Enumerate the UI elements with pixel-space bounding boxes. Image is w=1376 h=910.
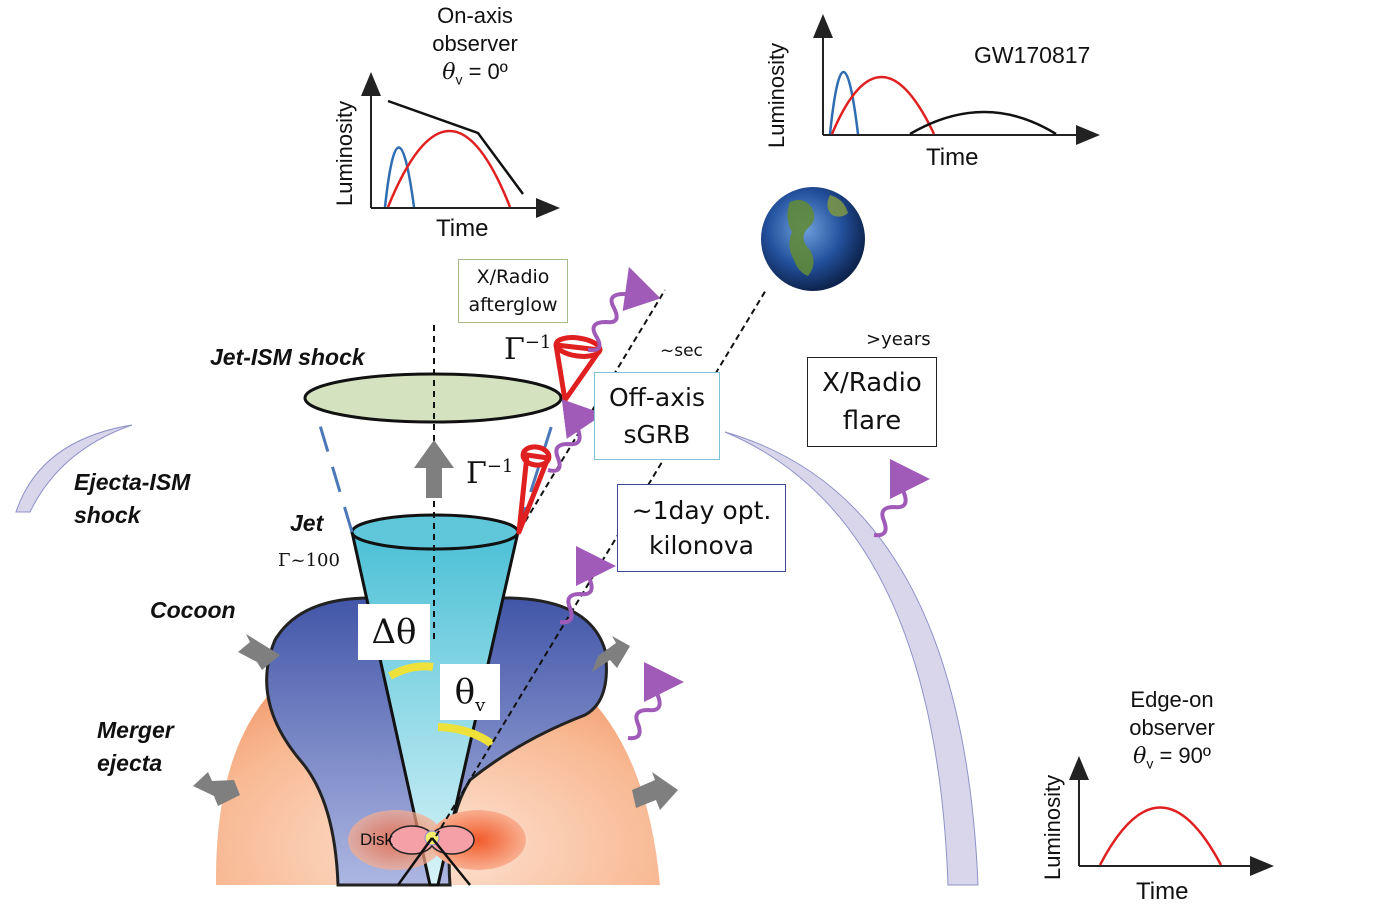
on-axis-title: On-axis observer θv = 0º [432,3,518,88]
beaming-cone-lower-cap [520,444,552,468]
afterglow-box: X/Radio afterglow [458,259,568,323]
gw-xlabel: Time [926,144,979,171]
gw-red-curve [830,76,936,135]
upward-arrow [414,440,454,498]
gw-title: GW170817 [974,42,1091,68]
wave-afterglow [587,266,661,353]
gw-blue-curve [828,70,860,135]
disk-label: Disk [360,830,394,849]
xradio-flare-box: X/Radio flare [807,357,937,447]
wave-cocoon [627,662,684,741]
on-axis-blue-curve [383,146,416,208]
on-axis-red-curve [386,130,512,208]
on-axis-plot [361,72,560,218]
dashed-cone-left [314,411,354,533]
theta-v-label: θv [440,664,500,720]
sec-label: ~sec [660,341,703,361]
theta-v-arc [437,723,495,748]
ejecta-ism-arc-left [15,424,133,513]
jet-ism-shock-label: Jet-ISM shock [210,344,365,370]
earth-landmass [787,200,815,276]
wave-kilonova [559,546,616,625]
jet-base-left [396,837,434,886]
edge-on-title: Edge-on observer θv = 90º [1129,687,1215,772]
wave-group [547,266,930,741]
beaming-cone-upper-cap [553,335,603,359]
edge-on-red-curve [1098,806,1223,866]
gamma-inverse-upper: Γ−1 [504,332,552,367]
ejecta-ism-shock-label: Ejecta-ISM shock [74,469,191,528]
arrow-ejecta-left [193,772,240,806]
cocoon-label: Cocoon [150,597,236,623]
delta-theta-label: Δθ [358,604,430,660]
earth-icon [761,187,865,291]
wave-flare [873,459,930,538]
gw-ylabel: Luminosity [764,42,789,148]
wave-sgrb [547,399,604,473]
jet-cap [350,513,520,551]
offaxis-sgrb-box: Off-axis sGRB [594,372,720,460]
edge-on-ylabel: Luminosity [1040,774,1065,880]
years-label: >years [866,329,931,350]
edge-on-xlabel: Time [1136,878,1189,905]
edge-on-plot [1069,756,1274,876]
on-axis-black-curve [387,99,525,195]
arrow-cocoon-right [592,636,630,672]
on-axis-xlabel: Time [436,215,489,242]
disk-right-lobe [430,810,526,870]
arrow-cocoon-left [238,634,280,670]
kilonova-box: ~1day opt. kilonova [617,484,786,572]
gamma-inverse-lower: Γ−1 [466,456,514,491]
gw-black-curve [909,110,1057,136]
ejecta-ism-arc-right [724,431,979,886]
arrow-ejecta-right [632,772,678,810]
delta-theta-arc [388,662,434,680]
beaming-cone-lower [516,452,551,535]
gw-plot [813,14,1100,145]
on-axis-ylabel: Luminosity [332,100,357,206]
beaming-cone-upper [553,342,603,403]
jet-label: Jet [290,510,324,536]
earth-landmass-2 [827,195,848,217]
gamma-100-label: Γ~100 [278,550,340,571]
merger-ejecta-label: Merger ejecta [97,717,174,776]
jet-base-right [431,837,471,886]
